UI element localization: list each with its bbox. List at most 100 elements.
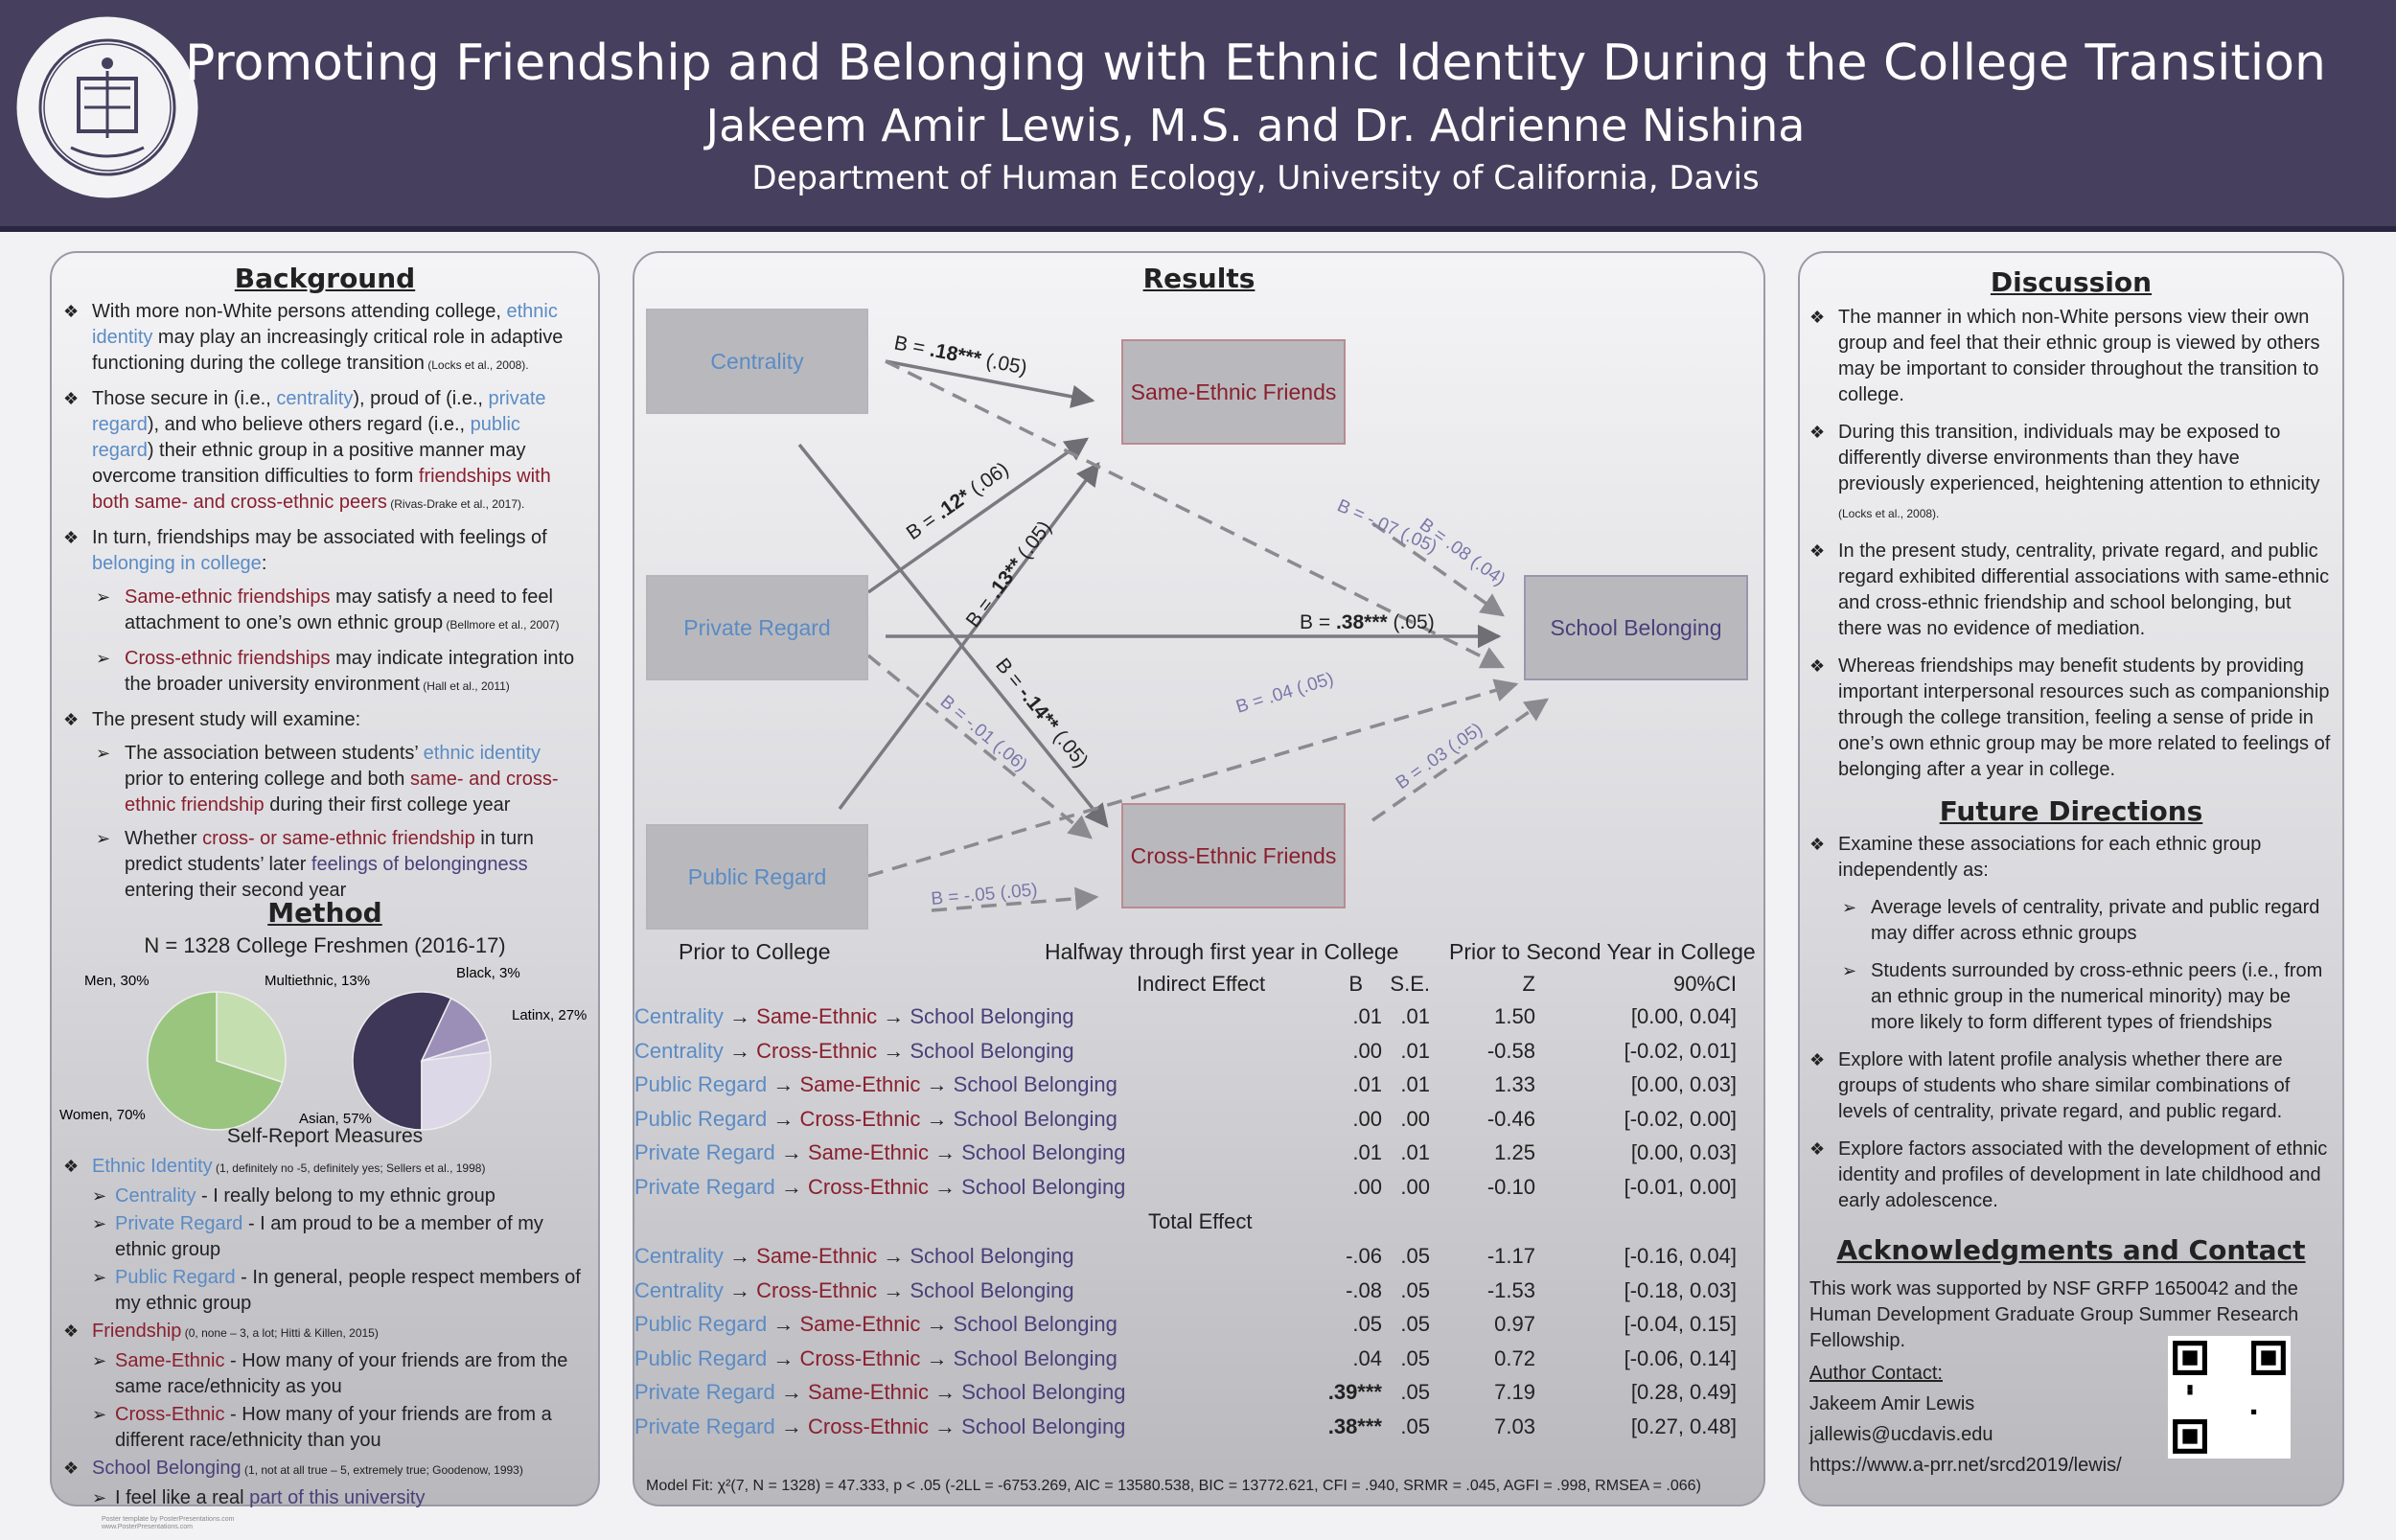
table-cell-outcome: School Belonging	[910, 1038, 1074, 1063]
table-cell-mediator: Same-Ethnic	[756, 1004, 878, 1028]
table-header-row: Indirect Effect B S.E. Z 90%CI	[634, 972, 1767, 1000]
poster-authors: Jakeem Amir Lewis, M.S. and Dr. Adrienne…	[705, 100, 1806, 151]
table-cell-b: -.08	[1346, 1277, 1382, 1302]
future-subbullet-2: ➢Students surrounded by cross-ethnic pee…	[1842, 960, 2323, 1033]
table-cell-z: 0.97	[1494, 1312, 1535, 1336]
node-same-ethnic-friends: Same-Ethnic Friends	[1121, 339, 1346, 445]
arrow-bullet-icon: ➢	[96, 649, 111, 668]
right-panel: Discussion ❖The manner in which non-Whit…	[1798, 251, 2344, 1506]
measure-school-belonging: ❖School Belonging (1, not at all true – …	[58, 1456, 583, 1483]
pie-slice-asian	[352, 991, 452, 1131]
table-cell-predictor: Private Regard	[634, 1140, 775, 1164]
table-cell-b: -.06	[1346, 1244, 1382, 1268]
total-effect-row: Total Effect	[634, 1209, 1767, 1238]
table-cell-se: .00	[1400, 1174, 1430, 1199]
table-cell-se: .01	[1400, 1004, 1430, 1028]
arrow-right-icon: →	[780, 1140, 802, 1164]
table-cell-ci: [0.00, 0.03]	[1630, 1140, 1737, 1164]
table-cell-z: 1.25	[1494, 1140, 1535, 1164]
table-row: Public Regard → Same-Ethnic → School Bel…	[634, 1072, 1767, 1101]
arrow-bullet-icon: ➢	[92, 1268, 107, 1287]
table-row: Private Regard → Cross-Ethnic → School B…	[634, 1414, 1767, 1443]
gender-pie-chart	[147, 991, 287, 1131]
arrow-right-icon: →	[883, 1244, 905, 1268]
table-cell-b: .01	[1352, 1072, 1382, 1096]
total-effect-title: Total Effect	[1148, 1209, 1253, 1233]
table-row: Public Regard → Cross-Ethnic → School Be…	[634, 1346, 1767, 1375]
demographic-pie-charts: Men, 30% Women, 70% Multiethnic, 13% Bla…	[59, 965, 587, 1131]
discussion-bullet-3: ❖In the present study, centrality, priva…	[1809, 540, 2330, 639]
table-cell-se: .05	[1400, 1244, 1430, 1268]
background-subbullet-assoc: ➢The association between students’ ethni…	[96, 743, 559, 816]
table-cell-predictor: Centrality	[634, 1277, 724, 1302]
table-cell-outcome: School Belonging	[953, 1312, 1117, 1336]
university-seal-logo	[13, 13, 201, 201]
table-cell-z: 1.33	[1494, 1072, 1535, 1096]
coef-public-belonging: B = .04 (.05)	[1233, 669, 1336, 718]
arrow-bullet-icon: ➢	[96, 744, 111, 763]
arrow-right-icon: →	[772, 1312, 795, 1336]
table-row: Centrality → Same-Ethnic → School Belong…	[634, 1004, 1767, 1033]
path-private-same	[866, 437, 1090, 594]
table-cell-mediator: Cross-Ethnic	[808, 1174, 929, 1199]
table-cell-se: .05	[1400, 1414, 1430, 1438]
table-cell-se: .05	[1400, 1312, 1430, 1336]
arrow-right-icon: →	[780, 1414, 802, 1438]
table-cell-mediator: Same-Ethnic	[756, 1244, 878, 1268]
pie-label-women: Women, 70%	[59, 1107, 146, 1123]
arrow-right-icon: →	[780, 1380, 802, 1404]
qr-code-icon[interactable]	[2168, 1336, 2291, 1459]
diamond-bullet-icon: ❖	[1809, 541, 1826, 561]
path-same-belonging	[1371, 521, 1506, 617]
measure-public-regard: ➢Public Regard - In general, people resp…	[92, 1267, 581, 1314]
diamond-bullet-icon: ❖	[63, 1459, 80, 1478]
table-cell-se: .05	[1400, 1345, 1430, 1370]
arrow-bullet-icon: ➢	[92, 1488, 107, 1507]
diamond-bullet-icon: ❖	[1809, 1139, 1826, 1159]
table-cell-mediator: Cross-Ethnic	[799, 1345, 921, 1370]
discussion-list: ❖The manner in which non-White persons v…	[1804, 305, 2331, 791]
table-row: Public Regard → Same-Ethnic → School Bel…	[634, 1312, 1767, 1341]
author-email-link[interactable]: jallewis@ucdavis.edu	[1809, 1424, 1993, 1445]
arrow-right-icon: →	[772, 1106, 795, 1131]
arrow-bullet-icon: ➢	[96, 587, 111, 607]
table-cell-predictor: Public Regard	[634, 1312, 768, 1336]
pie-label-black: Black, 3%	[456, 965, 520, 981]
acknowledgments-heading: Acknowledgments and Contact	[1836, 1234, 2306, 1266]
table-cell-outcome: School Belonging	[953, 1072, 1117, 1096]
pie-slice-women	[147, 991, 284, 1131]
ethnicity-pie-chart	[352, 991, 492, 1131]
time-label-prior: Prior to College	[679, 939, 831, 964]
coef-public-same: B = .13** (.05)	[962, 517, 1056, 632]
table-cell-b: .05	[1352, 1312, 1382, 1336]
diamond-bullet-icon: ❖	[63, 1157, 80, 1176]
table-cell-b: .00	[1352, 1174, 1382, 1199]
results-heading: Results	[1142, 263, 1256, 294]
background-list: ❖With more non-White persons attending c…	[58, 299, 583, 911]
arrow-bullet-icon: ➢	[1842, 898, 1857, 917]
table-cell-predictor: Centrality	[634, 1244, 724, 1268]
arrow-right-icon: →	[926, 1345, 948, 1370]
arrow-bullet-icon: ➢	[96, 829, 111, 848]
table-cell-z: 7.19	[1494, 1380, 1535, 1404]
pie-slice-latinx	[421, 1051, 492, 1131]
arrow-bullet-icon: ➢	[1842, 961, 1857, 980]
arrow-bullet-icon: ➢	[92, 1351, 107, 1370]
author-url-link[interactable]: https://www.a-prr.net/srcd2019/lewis/	[1809, 1455, 2122, 1476]
acknowledgments-text: This work was supported by NSF GRFP 1650…	[1809, 1278, 2299, 1351]
poster-header: Promoting Friendship and Belonging with …	[0, 0, 2396, 232]
table-cell-predictor: Public Regard	[634, 1072, 768, 1096]
arrow-right-icon: →	[772, 1345, 795, 1370]
table-row: Private Regard → Same-Ethnic → School Be…	[634, 1380, 1767, 1409]
background-bullet-1: ❖With more non-White persons attending c…	[63, 301, 564, 374]
table-cell-se: .01	[1400, 1072, 1430, 1096]
table-cell-se: .05	[1400, 1380, 1430, 1404]
future-bullet-1: ❖Examine these associations for each eth…	[1809, 834, 2262, 881]
path-private-cross	[866, 654, 1093, 839]
diamond-bullet-icon: ❖	[63, 710, 80, 729]
pie-label-latinx: Latinx, 27%	[512, 1007, 587, 1023]
background-subbullet-whether: ➢Whether cross- or same-ethnic friendshi…	[96, 828, 534, 901]
table-cell-mediator: Same-Ethnic	[799, 1312, 921, 1336]
model-fit: Model Fit: χ²(7, N = 1328) = 47.333, p <…	[646, 1478, 1701, 1494]
table-cell-ci: [-0.04, 0.15]	[1624, 1312, 1737, 1336]
